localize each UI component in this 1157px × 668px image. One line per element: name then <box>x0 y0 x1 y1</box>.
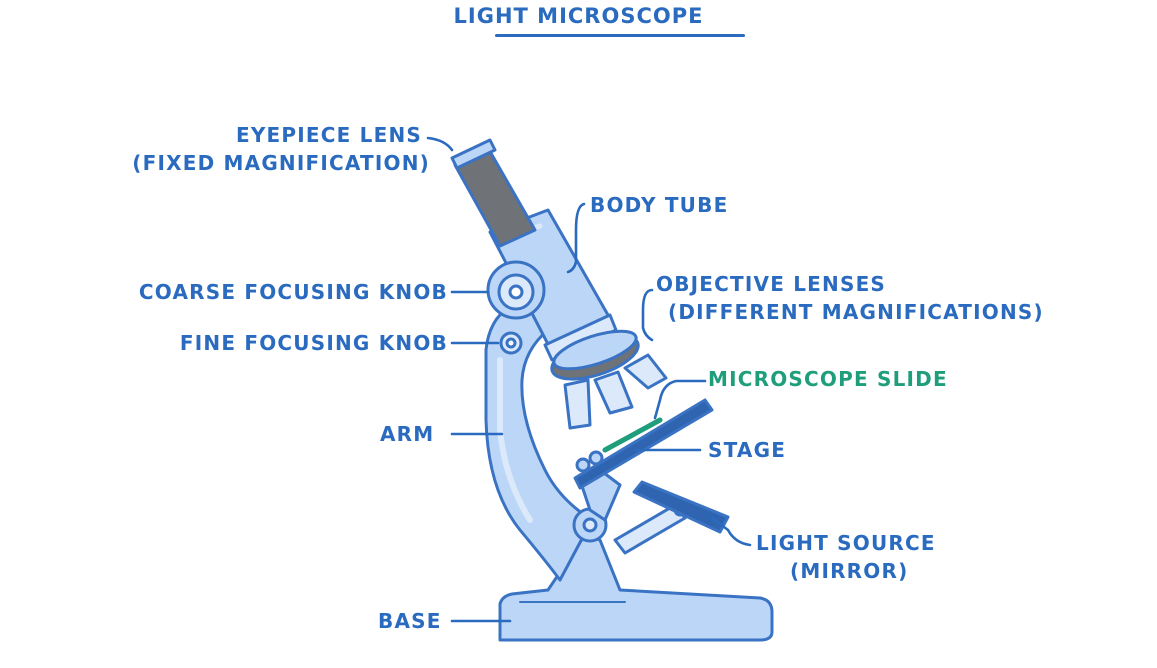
title-underline <box>495 34 745 37</box>
label-eyepiece-line2: (FIXED MAGNIFICATION) <box>132 151 430 175</box>
label-light-line1: LIGHT SOURCE <box>756 531 936 555</box>
label-arm: ARM <box>380 422 435 446</box>
label-body-tube: BODY TUBE <box>590 193 729 217</box>
label-objective-line2: (DIFFERENT MAGNIFICATIONS) <box>668 300 1044 324</box>
coarse-knob-center <box>508 284 524 300</box>
leader-slide <box>653 379 707 420</box>
fine-knob-center <box>505 337 517 349</box>
label-light-line2: (MIRROR) <box>790 559 909 583</box>
label-stage: STAGE <box>708 438 787 462</box>
mirror-shape <box>632 480 730 534</box>
leader-body-tube <box>566 202 586 274</box>
objective-lens-1 <box>563 378 592 430</box>
label-slide: MICROSCOPE SLIDE <box>708 367 948 391</box>
mirror-arm <box>613 503 687 555</box>
objective-lens-2 <box>593 370 634 415</box>
nosepiece-top <box>552 329 638 371</box>
stage-clip-left <box>575 457 591 473</box>
stage-clip-right <box>588 450 604 466</box>
diagram-title: LIGHT MICROSCOPE <box>453 4 704 28</box>
pivot-inner <box>582 517 598 533</box>
eyepiece-rim <box>450 138 497 170</box>
objective-lens-3 <box>623 353 668 390</box>
leader-light <box>710 516 752 547</box>
leader-objectives <box>641 288 654 342</box>
label-coarse-knob: COARSE FOCUSING KNOB <box>138 280 448 304</box>
label-base: BASE <box>378 609 442 633</box>
label-eyepiece-line1: EYEPIECE LENS <box>235 123 422 147</box>
arm-shape <box>484 298 594 582</box>
label-objective-line1: OBJECTIVE LENSES <box>656 272 887 296</box>
arm-highlight <box>497 357 533 523</box>
label-fine-knob: FINE FOCUSING KNOB <box>179 331 448 355</box>
leader-eyepiece <box>426 136 454 152</box>
stage-shape <box>573 398 714 490</box>
slide-shape <box>602 417 663 453</box>
